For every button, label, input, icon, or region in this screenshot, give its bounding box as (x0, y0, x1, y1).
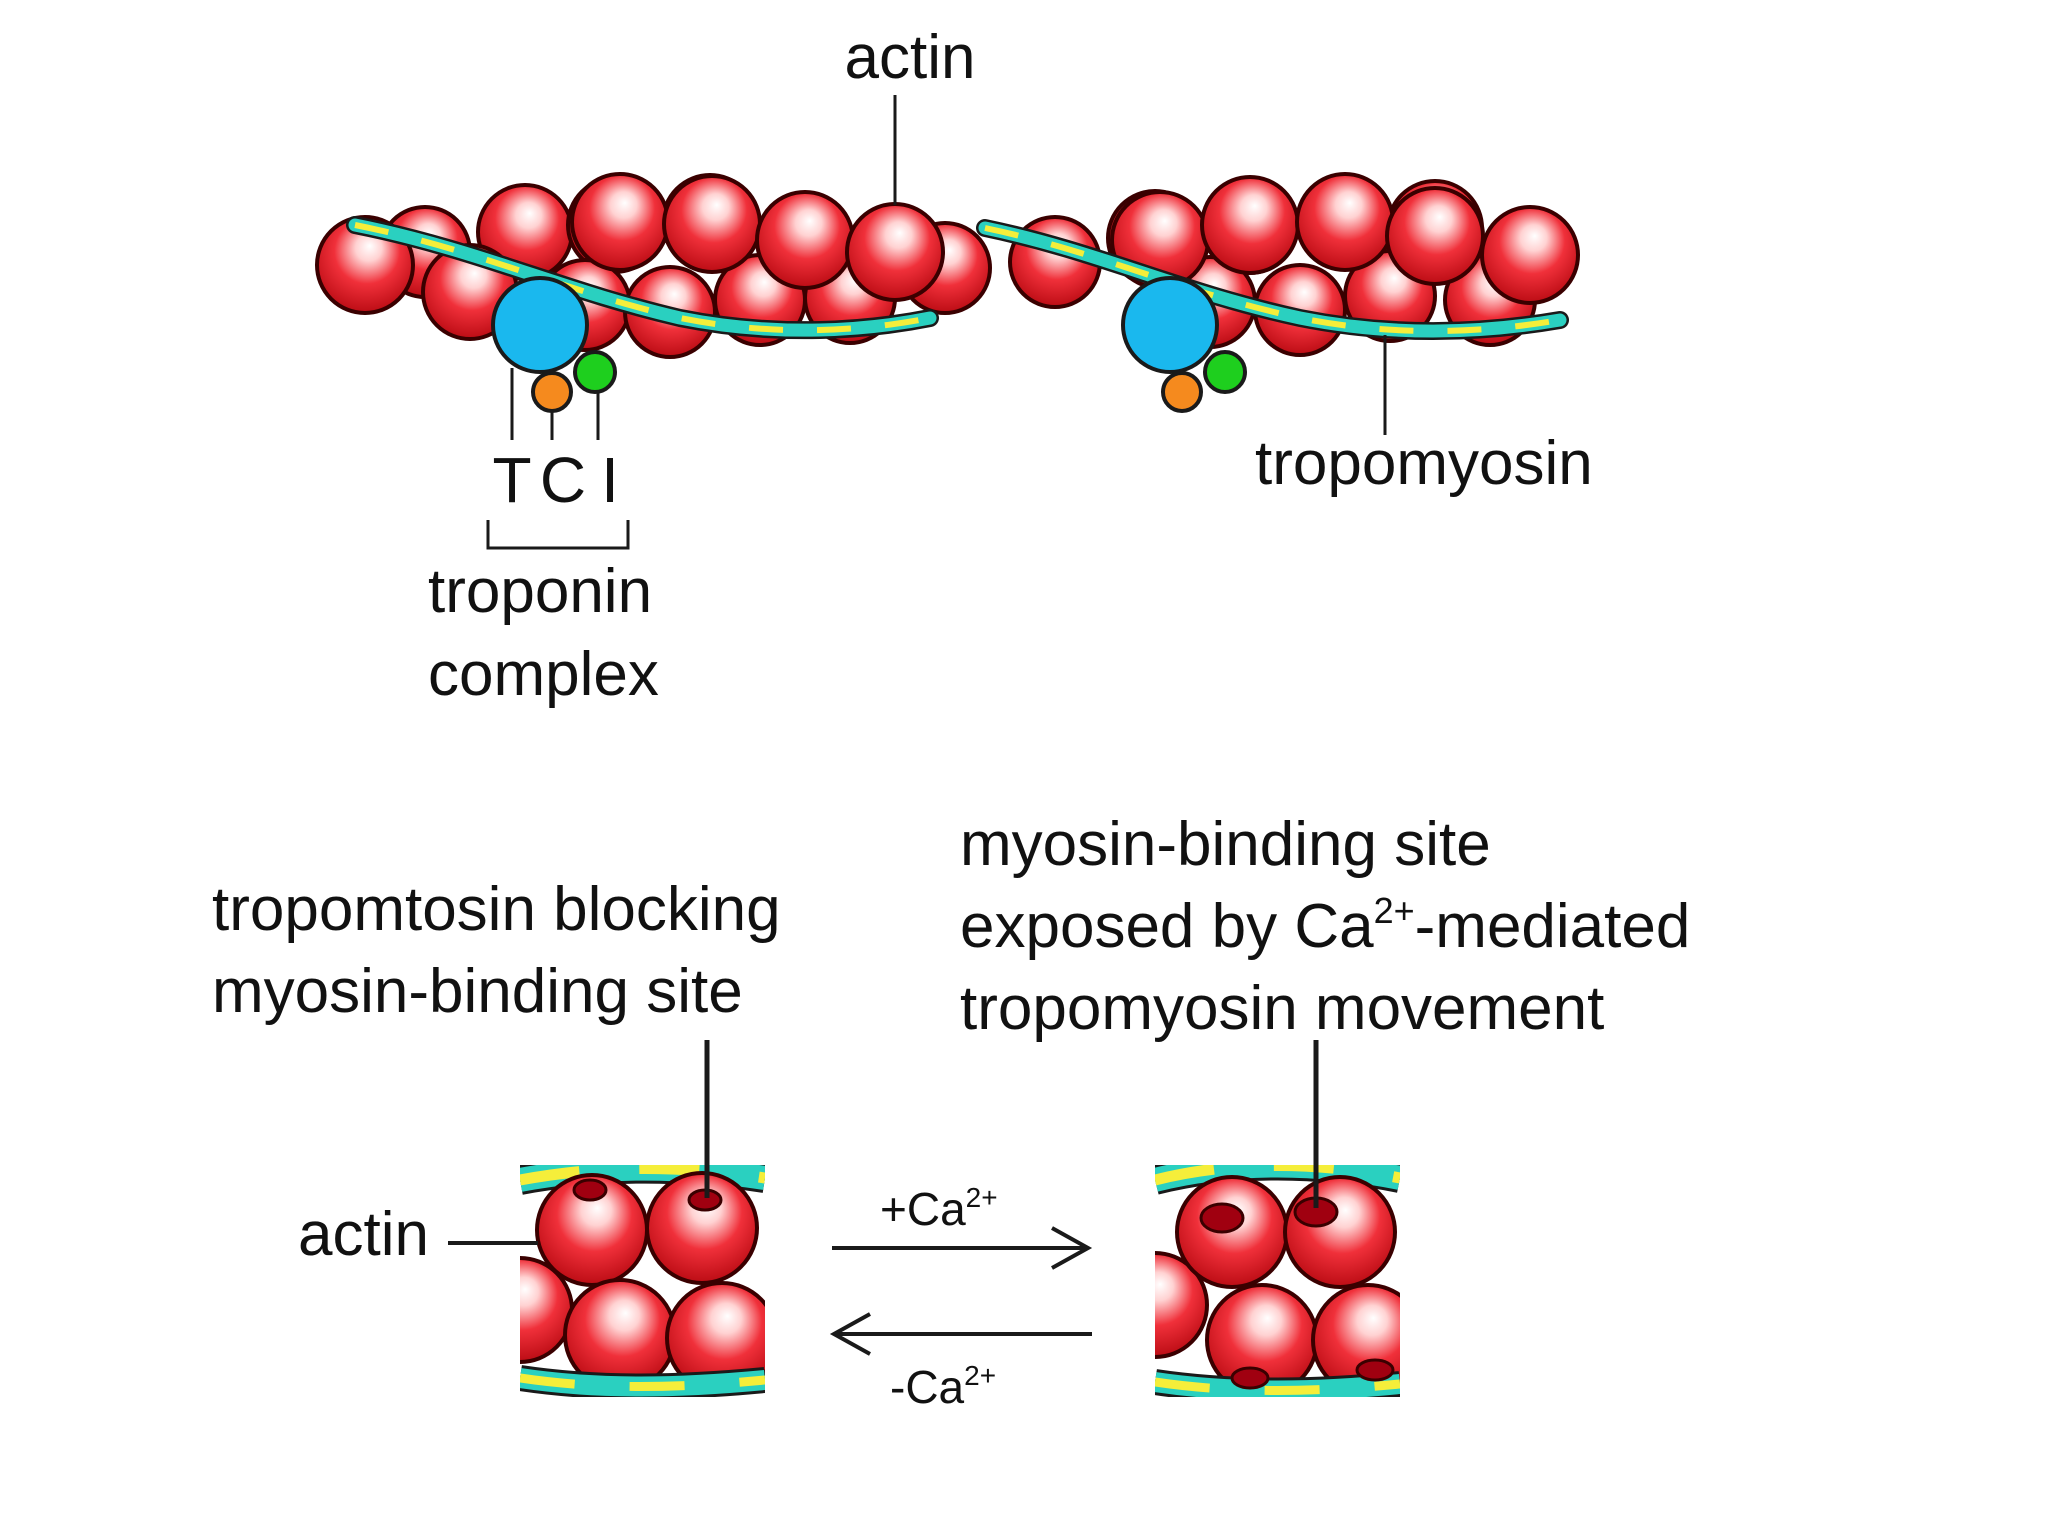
actin-monomer (1283, 1175, 1397, 1289)
troponin-bracket (486, 520, 630, 550)
troponin-label-line2: complex (428, 640, 659, 709)
actin-monomer (645, 1171, 759, 1285)
troponin-T (1121, 276, 1219, 374)
troponin-complex-right (1121, 276, 1247, 413)
troponin-C (1161, 371, 1203, 413)
troponin-I (1203, 350, 1247, 394)
troponin-C-label: C (540, 444, 586, 516)
tropomyosin-left (346, 216, 939, 340)
exposed-caption-pre: exposed by Ca (960, 892, 1374, 961)
actin-monomer (1295, 172, 1395, 272)
exposed-caption-line2: exposed by Ca2+-mediated (960, 890, 1690, 961)
troponin-label-line1: troponin (428, 557, 652, 626)
exposed-caption-sup: 2+ (1374, 890, 1415, 931)
exposed-filament-segment (1155, 1165, 1400, 1397)
exposed-caption-line3: tropomyosin movement (960, 974, 1604, 1043)
blocking-caption-line1: tropomtosin blocking (212, 875, 781, 944)
actin-monomer (1175, 1175, 1289, 1289)
actin-monomer (1385, 186, 1485, 286)
troponin-complex-left (491, 276, 617, 413)
thin-filament (315, 172, 1580, 413)
troponin-T-label: T (492, 444, 531, 516)
bottom-actin-label: actin (298, 1200, 429, 1269)
binding-site (1230, 1366, 1270, 1390)
reverse-arrow-label: -Ca2+ (890, 1360, 996, 1413)
troponin-I (573, 350, 617, 394)
binding-site (1199, 1202, 1245, 1234)
forward-arrowhead (1051, 1226, 1093, 1270)
troponin-I-label: I (601, 444, 619, 516)
actin-monomer (755, 190, 855, 290)
actin-monomer (1155, 1251, 1209, 1359)
actin-label: actin (845, 23, 976, 92)
blocking-caption-line2: myosin-binding site (212, 957, 743, 1026)
forward-arrow-text: +Ca (880, 1183, 966, 1235)
binding-site (572, 1178, 608, 1202)
actin-monomer (1480, 205, 1580, 305)
actin-monomer (662, 174, 762, 274)
tropomyosin-label: tropomyosin (1255, 429, 1593, 498)
troponin-T (491, 276, 589, 374)
reverse-arrow-sup: 2+ (964, 1360, 996, 1391)
actin-monomer (845, 202, 945, 302)
top-annotations: actin T C I troponin complex tropomyosin (428, 23, 1593, 709)
troponin-C (531, 371, 573, 413)
reverse-arrow-text: -Ca (890, 1361, 965, 1413)
forward-arrow-label: +Ca2+ (880, 1182, 998, 1235)
calcium-arrows: +Ca2+ -Ca2+ (829, 1182, 1093, 1413)
reverse-arrowhead (829, 1312, 871, 1356)
exposed-caption-line1: myosin-binding site (960, 810, 1491, 879)
binding-site (1355, 1358, 1395, 1382)
actin-monomer (570, 172, 670, 272)
bottom-captions: tropomtosin blocking myosin-binding site… (212, 810, 1690, 1043)
blocked-filament-segment (520, 1165, 765, 1397)
actin-monomer (1200, 175, 1300, 275)
exposed-caption-post: -mediated (1415, 892, 1691, 961)
tropomyosin-right (976, 219, 1569, 341)
forward-arrow-sup: 2+ (966, 1182, 998, 1213)
